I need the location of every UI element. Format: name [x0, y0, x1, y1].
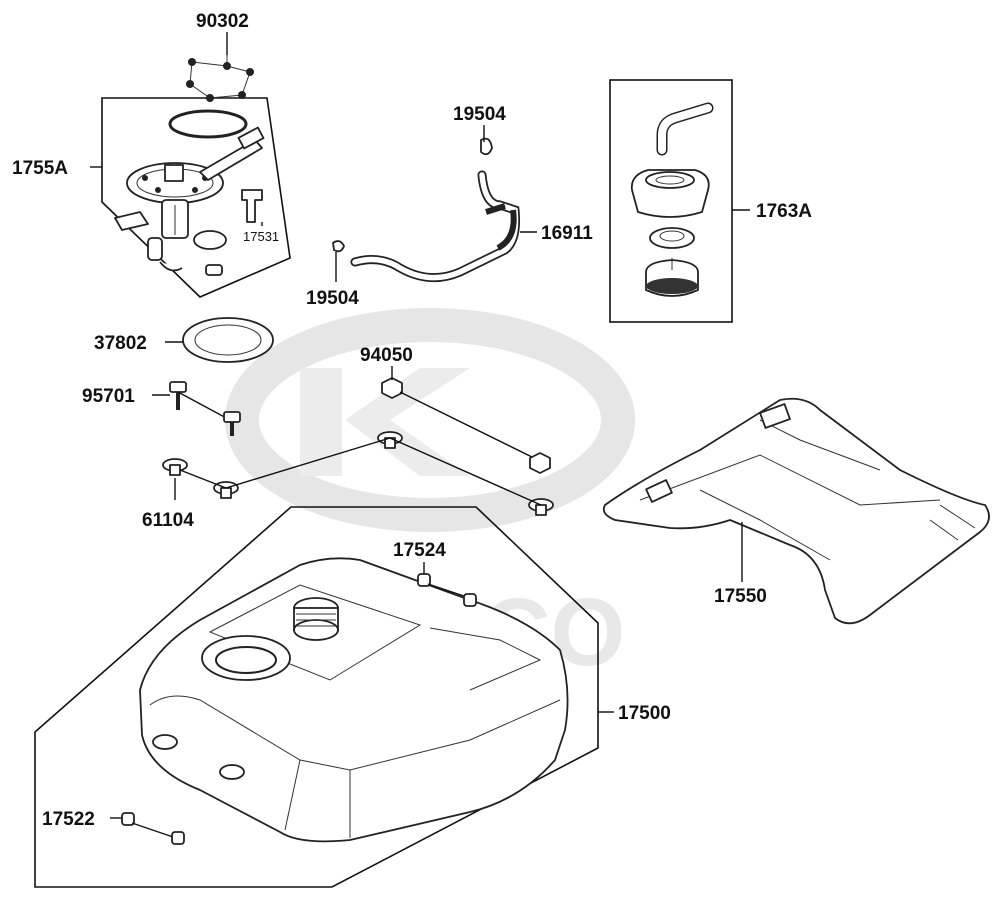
label-16911: 16911 [541, 223, 593, 244]
filler-cap-frame [609, 79, 733, 323]
label-90302: 90302 [196, 11, 249, 32]
label-17531: 17531 [243, 229, 279, 244]
part-labels: 90302 1755A 17531 19504 16911 19504 1763… [12, 11, 812, 830]
label-61104: 61104 [142, 510, 194, 531]
fuel-pump-assembly-drawing [114, 53, 265, 276]
label-1763A: 1763A [756, 201, 812, 222]
label-37802: 37802 [94, 333, 147, 354]
label-1755A: 1755A [12, 158, 68, 179]
fuel-hose-drawing [332, 137, 520, 283]
fasteners-drawing [162, 317, 554, 516]
label-17550: 17550 [714, 586, 767, 607]
label-94050: 94050 [360, 345, 413, 366]
grommets-drawing [121, 573, 477, 845]
label-17500: 17500 [618, 703, 671, 724]
fuel-tank-drawing [139, 557, 569, 843]
label-17522: 17522 [42, 809, 95, 830]
tank-guard-drawing [602, 397, 990, 625]
filler-cap-drawing [630, 102, 714, 297]
label-17524: 17524 [393, 540, 446, 561]
leader-lines [90, 32, 750, 819]
label-95701: 95701 [82, 386, 135, 407]
label-19504-top: 19504 [453, 104, 506, 125]
label-19504-bottom: 19504 [306, 288, 359, 309]
fuel-tank-frame [34, 506, 599, 888]
